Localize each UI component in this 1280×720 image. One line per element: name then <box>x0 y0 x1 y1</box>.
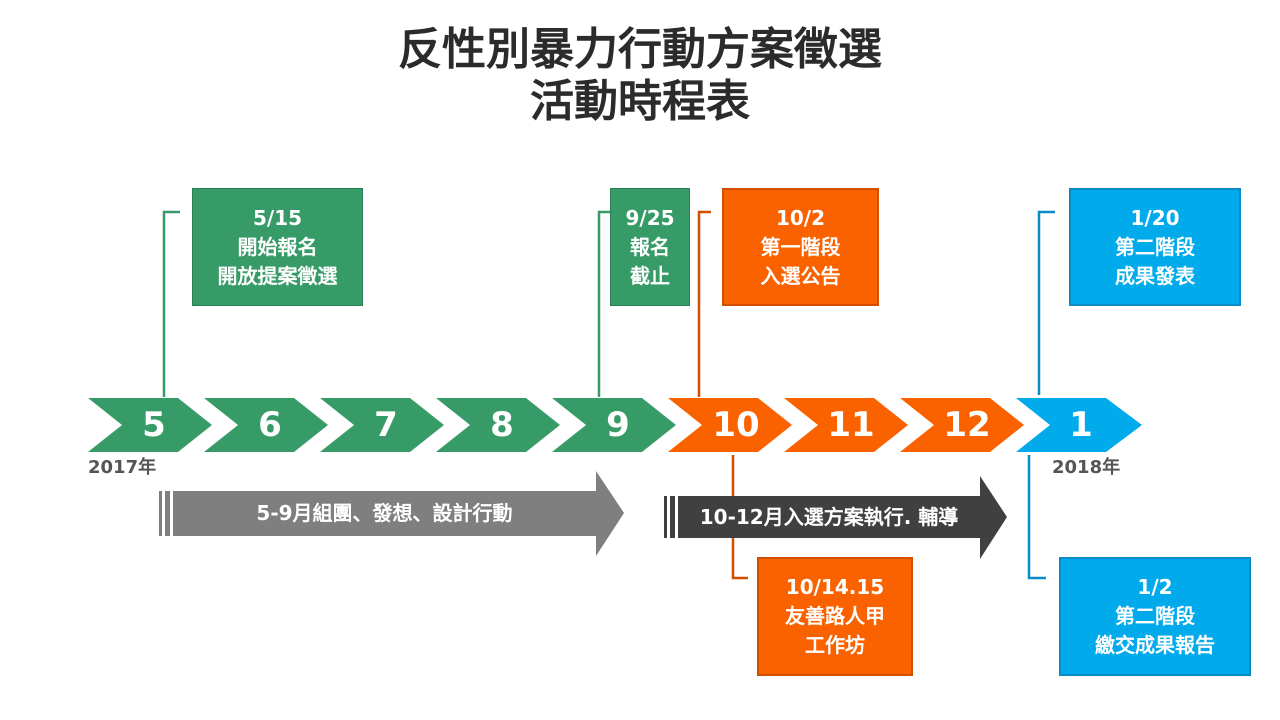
month-label-10: 10 <box>712 405 760 445</box>
page-title-line-2: 活動時程表 <box>530 76 750 127</box>
year-label-end: 2018年 <box>1052 457 1121 478</box>
phase-2-arrow <box>678 476 1007 559</box>
month-label-9: 9 <box>606 405 630 445</box>
milestone-date: 10/14.15 <box>785 575 885 599</box>
milestone-date: 9/25 <box>625 205 675 230</box>
phase-2-stripe-a <box>664 496 667 538</box>
chevron-month-1 <box>1016 398 1142 452</box>
milestone-9-25: 9/25 報名 截止 <box>610 188 690 306</box>
milestone-1-2: 1/2 第二階段 繳交成果報告 <box>1059 557 1251 676</box>
year-label-start: 2017年 <box>88 457 157 478</box>
milestone-date: 1/20 <box>1130 205 1180 230</box>
month-label-6: 6 <box>258 405 282 445</box>
connector-1-20 <box>1037 210 1055 395</box>
milestone-1-20: 1/20 第二階段 成果發表 <box>1069 188 1241 306</box>
chevron-month-7 <box>320 398 444 452</box>
milestone-line: 開放提案徵選 <box>217 263 338 288</box>
milestone-date: 10/2 <box>775 205 826 230</box>
phase-2-label: 10-12月入選方案執行. 輔導 <box>699 505 959 529</box>
month-label-7: 7 <box>374 405 398 445</box>
chevron-month-6 <box>204 398 328 452</box>
chevron-month-11 <box>784 398 908 452</box>
milestone-10-14-15: 10/14.15 友善路人甲 工作坊 <box>757 557 913 676</box>
milestone-line: 工作坊 <box>805 633 865 657</box>
milestone-line: 截止 <box>630 263 670 288</box>
milestone-line: 第一階段 <box>760 234 841 259</box>
month-label-11: 11 <box>827 405 875 445</box>
connector-10-2 <box>697 210 711 397</box>
chevron-month-5 <box>88 398 212 452</box>
connector-1-2 <box>1027 455 1046 580</box>
chevron-month-9 <box>552 398 676 452</box>
connector-5-15 <box>162 210 180 397</box>
chevron-month-12 <box>900 398 1024 452</box>
milestone-line: 成果發表 <box>1115 263 1195 288</box>
milestone-line: 入選公告 <box>760 263 841 288</box>
phase-1-label: 5-9月組團、發想、設計行動 <box>256 501 513 525</box>
month-label-12: 12 <box>943 405 991 445</box>
phase-1-stripe-b <box>165 491 170 536</box>
page-title-line-1: 反性別暴力行動方案徵選 <box>398 24 882 75</box>
phase-1-stripe-a <box>159 491 162 536</box>
milestone-date: 1/2 <box>1137 575 1173 599</box>
milestone-line: 開始報名 <box>237 234 318 259</box>
milestone-10-2: 10/2 第一階段 入選公告 <box>722 188 879 306</box>
milestone-line: 第二階段 <box>1115 604 1195 628</box>
chevron-month-8 <box>436 398 560 452</box>
milestone-5-15: 5/15 開始報名 開放提案徵選 <box>192 188 363 306</box>
phase-2-stripe-b <box>670 496 675 538</box>
milestone-date: 5/15 <box>252 205 303 230</box>
chevron-month-10 <box>668 398 792 452</box>
month-label-1: 1 <box>1069 405 1093 445</box>
month-label-8: 8 <box>490 405 514 445</box>
milestone-line: 繳交成果報告 <box>1095 633 1215 657</box>
connector-9-25 <box>597 210 611 397</box>
month-label-5: 5 <box>142 405 166 445</box>
phase-1-arrow <box>173 471 624 556</box>
milestone-line: 報名 <box>630 234 670 259</box>
milestone-line: 友善路人甲 <box>785 604 885 628</box>
milestone-line: 第二階段 <box>1115 234 1195 259</box>
